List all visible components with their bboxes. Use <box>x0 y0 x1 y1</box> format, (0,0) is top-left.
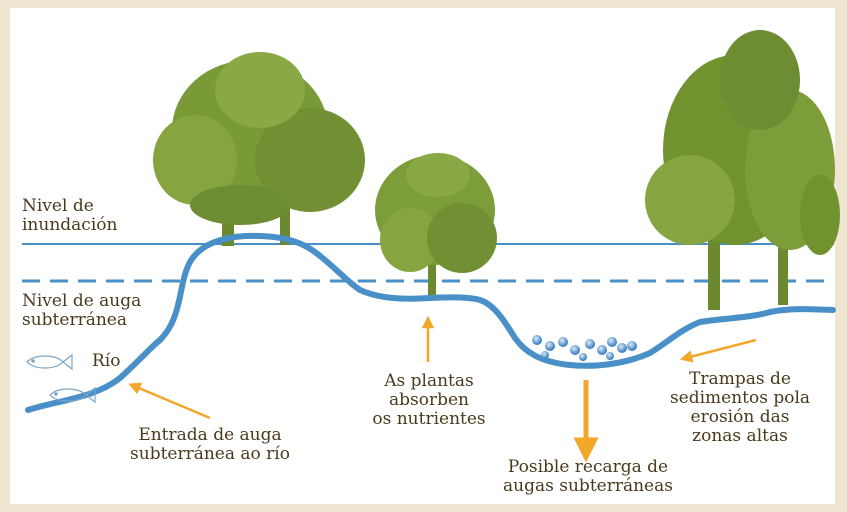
fish-icon <box>49 386 96 404</box>
recharge-label: Posible recarga de augas subterráneas <box>503 457 673 496</box>
flood-level-label: Nivel de inundación <box>22 196 118 235</box>
plants-absorb-label: As plantas absorben os nutrientes <box>372 371 486 429</box>
sediment-pebbles-icon <box>532 335 637 361</box>
groundwater-inflow-label: Entrada de auga subterránea ao río <box>130 425 290 464</box>
tree-icon <box>645 30 840 310</box>
sediment-traps-label: Trampas de sedimentos pola erosión das z… <box>669 369 811 446</box>
terrain-water-line <box>25 232 836 413</box>
groundwater-level-label: Nivel de auga subterránea <box>22 291 142 330</box>
sediment-traps-arrow <box>679 338 757 363</box>
groundwater-inflow-arrow <box>128 382 211 420</box>
river-label: Río <box>92 351 121 371</box>
tree-icon <box>153 52 365 246</box>
fish-icon <box>26 353 73 371</box>
tree-icon <box>375 153 497 298</box>
